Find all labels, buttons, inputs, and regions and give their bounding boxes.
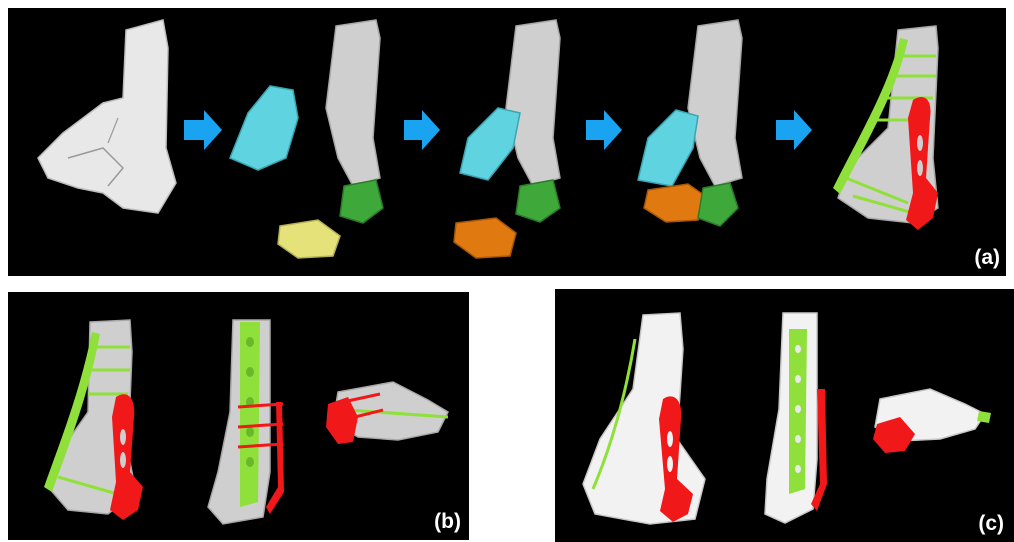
reduced-fracture-model bbox=[638, 20, 742, 226]
panel-a-illustration bbox=[8, 8, 1006, 276]
segmented-fragments-model-1 bbox=[230, 20, 383, 258]
arrow-4 bbox=[776, 110, 812, 150]
plate-model-axial-view bbox=[326, 382, 448, 444]
fractured-humerus-model bbox=[38, 20, 176, 213]
panel-c-postoperative-views: (c) bbox=[555, 289, 1014, 542]
panel-a-segmentation-sequence: (a) bbox=[8, 8, 1006, 276]
postop-model-lateral-view bbox=[765, 313, 827, 523]
arrow-1 bbox=[184, 110, 222, 150]
plate-model-lateral-view bbox=[208, 320, 284, 524]
panel-b-label: (b) bbox=[434, 510, 461, 534]
arrow-3 bbox=[586, 110, 622, 150]
postop-model-axial-view bbox=[873, 389, 991, 453]
postop-model-anterior-view bbox=[583, 313, 705, 524]
panel-b-illustration bbox=[8, 292, 469, 540]
panel-c-illustration bbox=[555, 289, 1014, 542]
fixation-plates-model bbox=[833, 26, 938, 230]
plate-model-anterior-view bbox=[44, 320, 143, 520]
arrow-2 bbox=[404, 110, 440, 150]
panel-a-label: (a) bbox=[974, 246, 1000, 270]
panel-c-label: (c) bbox=[978, 512, 1004, 536]
panel-b-plate-fixation-views: (b) bbox=[8, 292, 469, 540]
segmented-fragments-model-2 bbox=[454, 20, 560, 258]
